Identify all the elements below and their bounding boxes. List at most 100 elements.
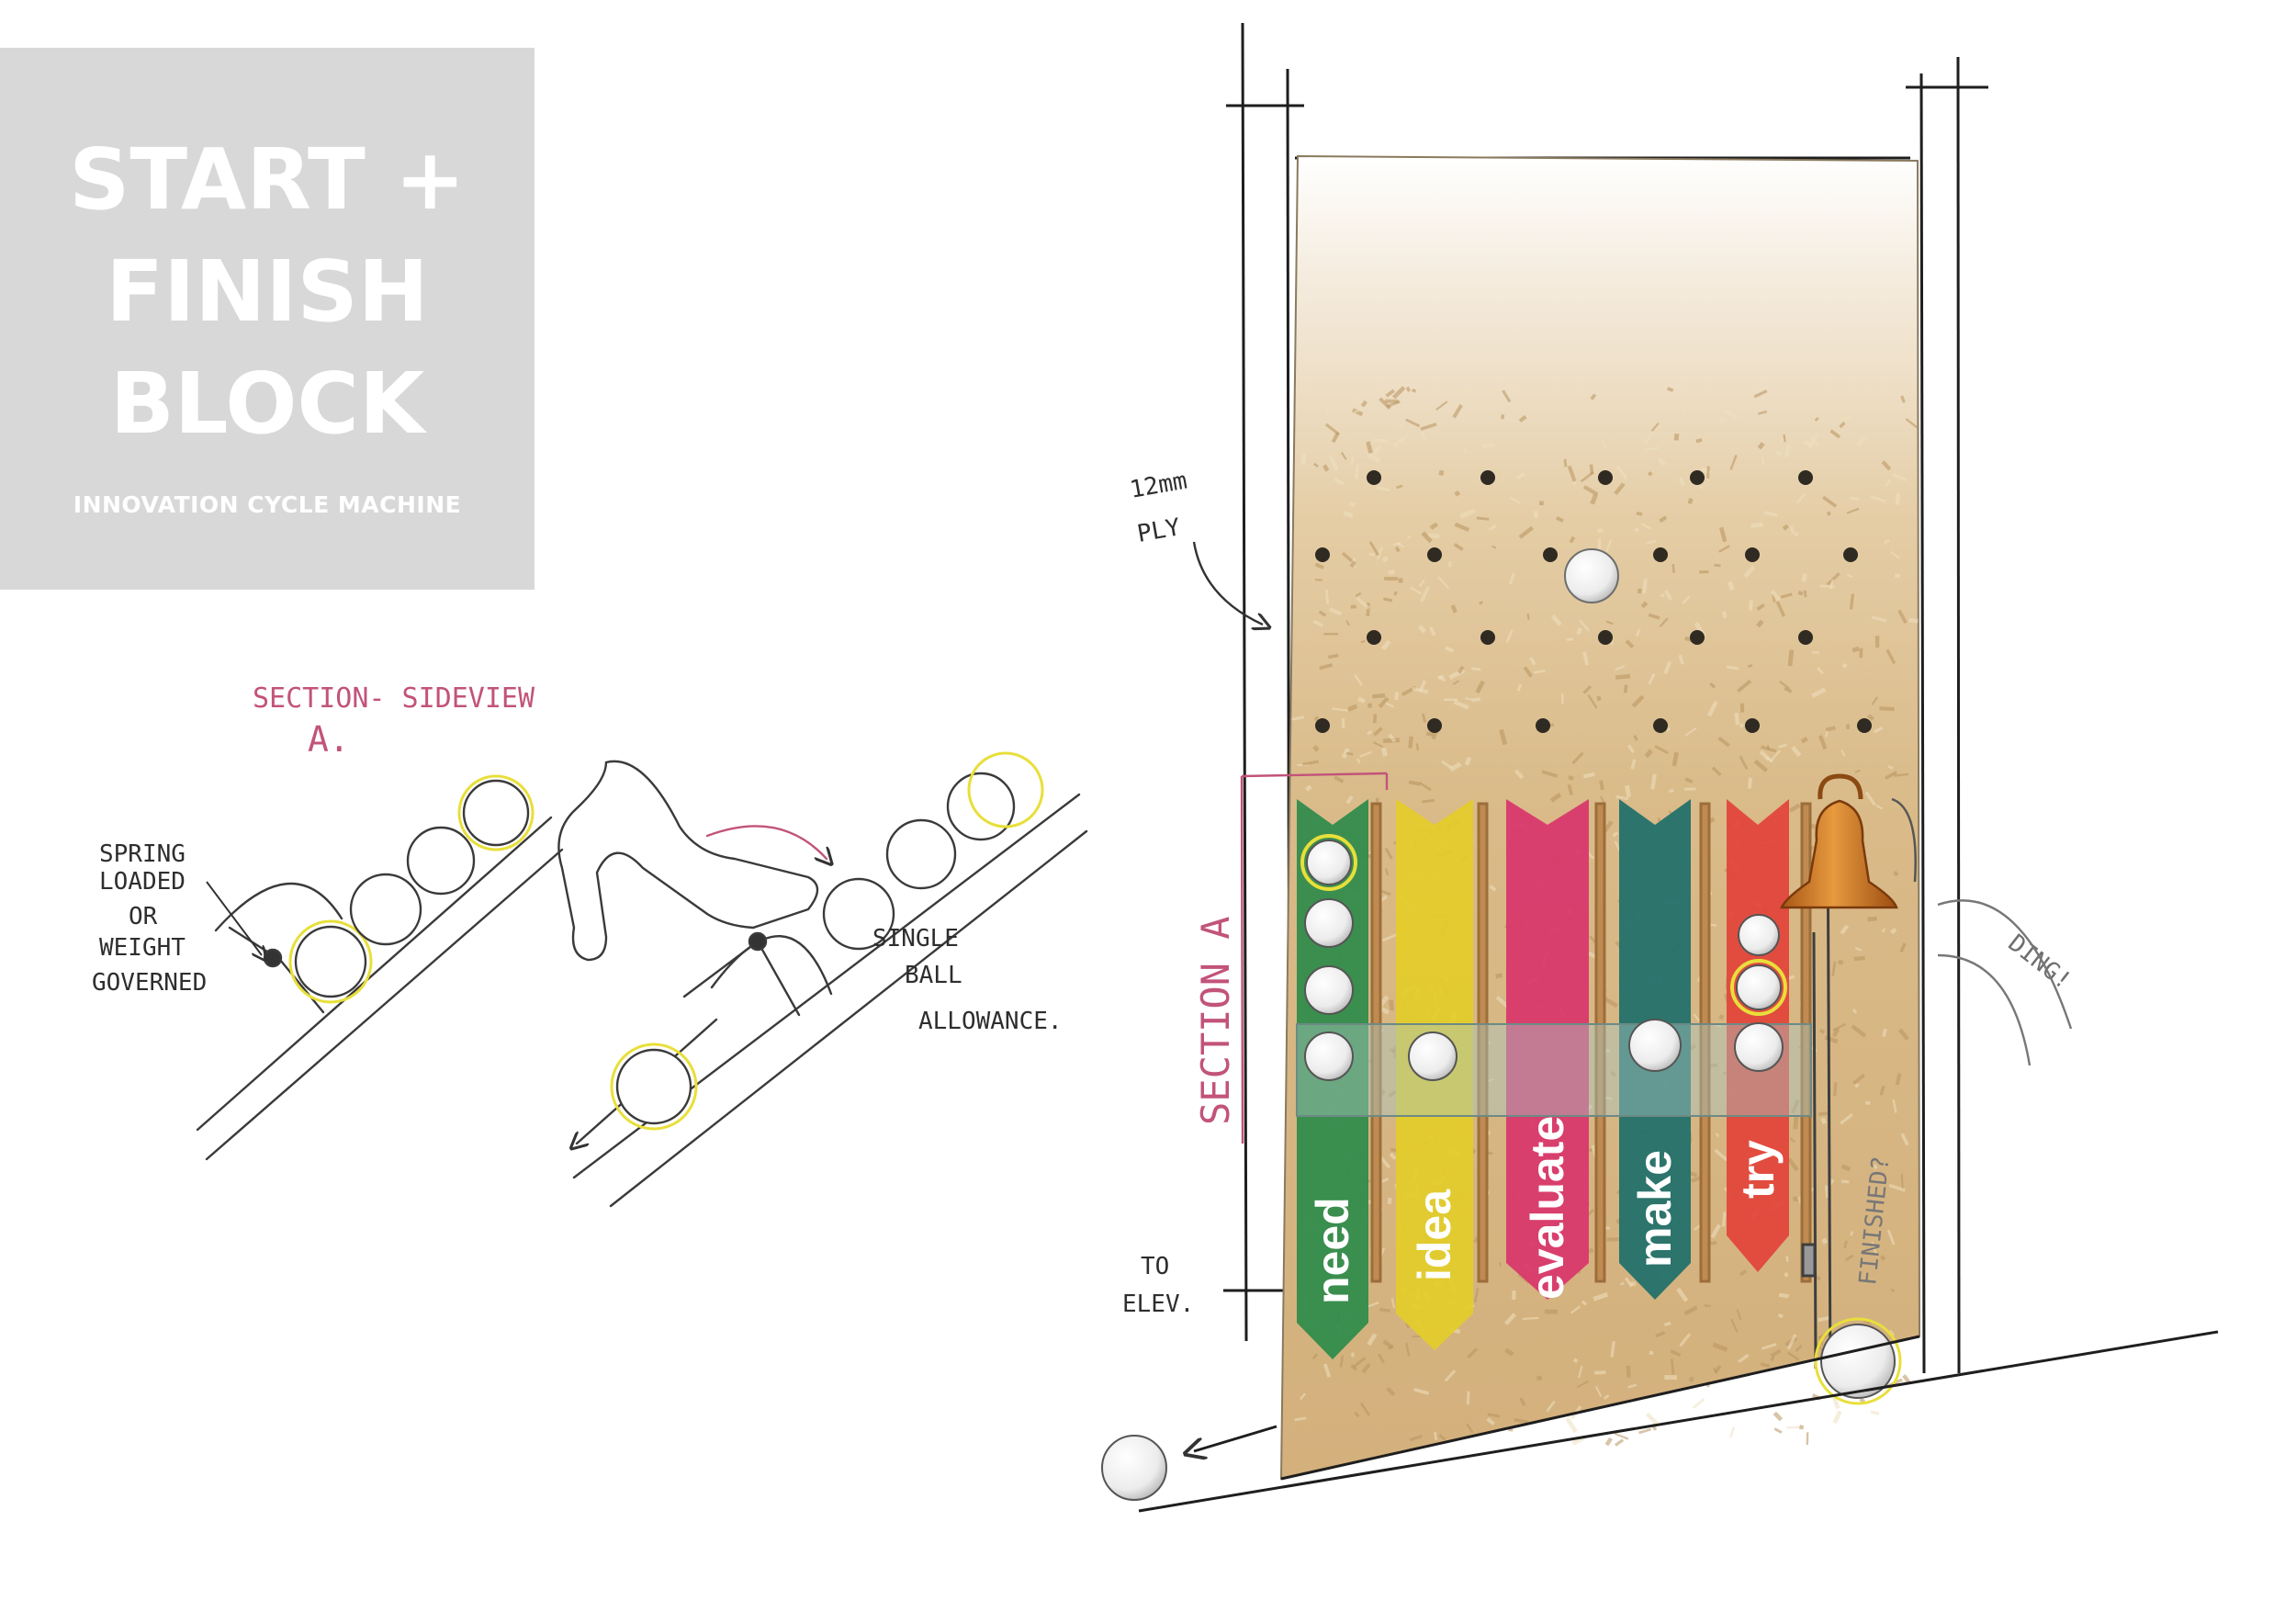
ply-fleck	[1787, 1157, 1799, 1172]
ply-fleck	[1491, 545, 1497, 549]
ball	[615, 1048, 692, 1125]
ply-fleck	[1875, 804, 1884, 810]
ply-fleck	[1824, 1185, 1829, 1199]
bell	[1780, 773, 1917, 909]
divider	[1594, 802, 1606, 1283]
divider	[1370, 802, 1382, 1283]
ply-fleck	[1382, 1339, 1394, 1349]
ply-fleck	[1314, 579, 1323, 581]
ply-fleck	[1360, 639, 1366, 644]
spring-note-2: LOADED	[99, 868, 186, 896]
ply-fleck	[1590, 493, 1598, 505]
ply-fleck	[1366, 452, 1381, 464]
ply-fleck	[1394, 421, 1404, 429]
ply-fleck	[1396, 484, 1403, 490]
ply-fleck	[1897, 609, 1908, 624]
right-ramp-line-2	[609, 829, 1088, 1208]
ply-fleck	[1590, 393, 1597, 400]
ply-fleck	[1881, 928, 1886, 933]
ply-fleck	[1895, 492, 1901, 505]
frame-post-right	[1956, 56, 1961, 1374]
ply-note-1: 12mm	[1128, 467, 1189, 503]
ply-fleck	[1610, 1341, 1615, 1358]
ply-fleck	[1649, 1350, 1654, 1356]
ply-fleck	[1892, 473, 1908, 481]
ply-fleck	[1841, 662, 1848, 669]
ply-fleck	[1791, 745, 1802, 758]
ply-fleck	[1516, 683, 1523, 692]
ball	[406, 826, 476, 896]
ply-fleck	[1467, 1347, 1479, 1359]
ply-fleck	[1626, 744, 1635, 754]
ply-fleck	[1501, 414, 1505, 420]
ply-fleck	[1385, 389, 1395, 398]
peg-hole	[1843, 547, 1858, 562]
ply-fleck	[1518, 525, 1534, 539]
finish-ball	[1820, 1324, 1896, 1399]
ply-fleck	[1508, 572, 1515, 585]
ply-fleck	[1829, 579, 1834, 590]
ply-fleck	[1692, 1398, 1705, 1409]
ply-fleck	[1625, 784, 1632, 798]
ply-fleck	[1648, 471, 1653, 477]
ply-fleck	[1821, 1237, 1829, 1245]
ply-fleck	[1324, 589, 1330, 604]
ply-fleck	[1421, 531, 1433, 544]
ply-fleck	[1871, 1241, 1878, 1256]
ply-fleck	[1376, 486, 1390, 492]
ply-fleck	[1452, 680, 1459, 686]
ply-fleck	[1898, 1028, 1909, 1041]
ply-fleck	[1534, 669, 1546, 674]
ply-fleck	[1486, 1417, 1495, 1426]
ply-fleck	[1775, 601, 1786, 617]
ply-fleck	[1466, 1391, 1470, 1405]
ball	[1304, 898, 1354, 948]
ply-fleck	[1734, 712, 1740, 726]
ply-fleck	[1659, 515, 1668, 524]
ball	[1628, 1019, 1682, 1072]
ply-fleck	[1569, 535, 1576, 544]
ply-fleck	[1599, 795, 1606, 805]
ply-fleck	[1737, 679, 1752, 693]
ply-fleck	[1760, 1362, 1771, 1369]
peg-hole	[1480, 470, 1495, 485]
ply-fleck	[1408, 780, 1421, 786]
ply-fleck	[1670, 1349, 1682, 1358]
ply-fleck	[1429, 626, 1436, 637]
ply-fleck	[1789, 524, 1795, 535]
ply-fleck	[1818, 735, 1828, 750]
ply-fleck	[1839, 422, 1846, 429]
ply-fleck	[1854, 1083, 1860, 1088]
to-elev-note-2: ELEV.	[1122, 1291, 1194, 1318]
ply-fleck	[1885, 479, 1892, 487]
ply-fleck	[1347, 704, 1358, 712]
ply-fleck	[1840, 1112, 1853, 1125]
peg-hole	[1653, 718, 1668, 733]
spring-note-arrow	[206, 881, 262, 955]
divider	[1699, 802, 1711, 1283]
ply-fleck	[1885, 648, 1896, 665]
ball	[1304, 1031, 1354, 1081]
ply-fleck	[1798, 1425, 1805, 1430]
ply-fleck	[1887, 764, 1894, 771]
ply-fleck	[1640, 523, 1652, 530]
frame-inner-right	[1919, 73, 1926, 1374]
ball-highlight	[1300, 834, 1357, 891]
ply-fleck	[1514, 769, 1525, 780]
ply-fleck	[1482, 444, 1495, 448]
ply-fleck	[1627, 1383, 1638, 1389]
ply-fleck	[1803, 590, 1807, 598]
ply-fleck	[1812, 651, 1819, 654]
ply-fleck	[1814, 416, 1819, 422]
ply-fleck	[1475, 680, 1485, 694]
ply-fleck	[1581, 1300, 1588, 1306]
ply-fleck	[1571, 751, 1584, 765]
ply-fleck	[1650, 422, 1660, 433]
ply-fleck	[1676, 1287, 1689, 1302]
ply-fleck	[1894, 573, 1900, 579]
ply-fleck	[1443, 698, 1458, 701]
section-a-label: SECTION A	[1193, 916, 1238, 1125]
single-ball-note-2: BALL	[905, 962, 962, 989]
ply-fleck	[1322, 1363, 1332, 1378]
ply-fleck	[1785, 1256, 1789, 1262]
